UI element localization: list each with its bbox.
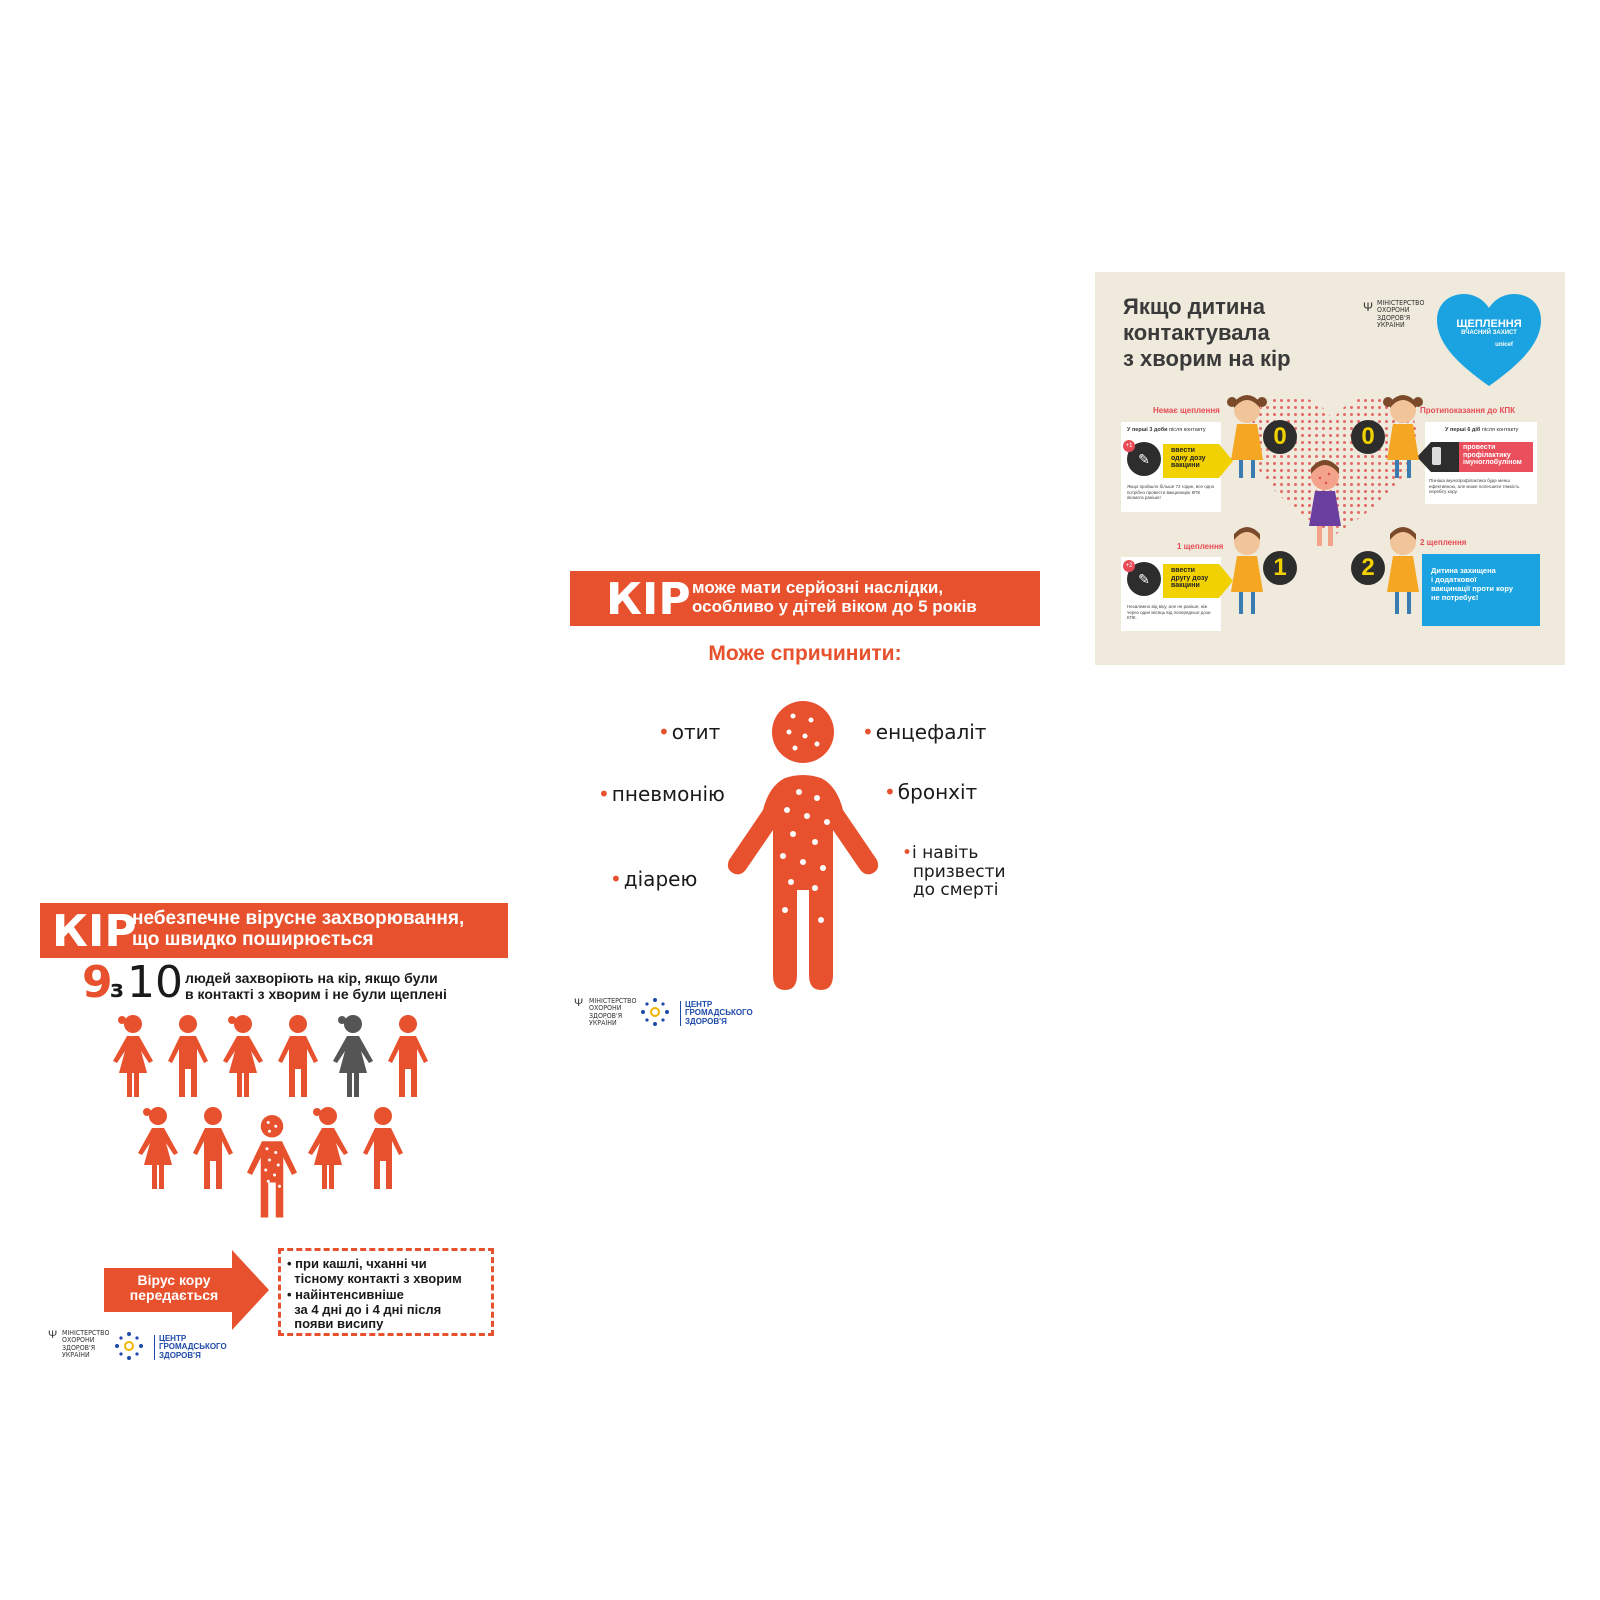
trident-icon: Ψ [48,1329,58,1341]
transmission-point-cough: • при кашлі, чханні чи тісному контакті … [287,1256,462,1286]
heart-badge-text: ЩЕПЛЕННЯ ВЧАСНИЙ ЗАХИСТ unicef [1435,318,1543,348]
person-icon [308,1107,348,1189]
note-second-dose: Незалежно від віку, але не раніше, ніж ч… [1127,604,1211,621]
vaccine-count-circle: 0 [1263,420,1297,454]
vaccine-count-circle: 2 [1351,551,1385,585]
transmission-details-box: • при кашлі, чханні чи тісному контакті … [278,1248,494,1336]
poster1-stat-text: людей захворіють на кір, якщо були в кон… [185,970,447,1002]
protected-box [1422,554,1540,626]
unaffected-person-icon [333,1015,373,1097]
person-icon [168,1015,208,1097]
poster-contact-with-measles: Якщо дитина контактувала з хворим на кір… [1095,272,1565,665]
dose-plus-two-badge: +2 [1123,560,1135,572]
public-health-center-icon [641,998,669,1026]
poster1-banner: КІР небезпечне вірусне захворювання, що … [40,903,508,958]
dose-plus-one-badge: +1 [1123,440,1135,452]
note-72-hours: Якщо пройшло більше 72 годин, все одно п… [1127,484,1215,501]
poster2-banner: КІР може мати серйозні наслідки, особлив… [570,571,1040,626]
person-icon [278,1015,318,1097]
heart-badge-icon [1437,294,1541,386]
poster3-title: Якщо дитина контактувала з хворим на кір [1123,294,1291,371]
public-health-center-icon [115,1332,143,1360]
poster1-banner-text: небезпечне вірусне захворювання, що швид… [132,908,465,950]
trident-icon: Ψ [574,997,584,1009]
person-icon [193,1107,233,1189]
card-contraindications-time: У перші 6 діб після контакту [1445,427,1519,433]
dose1-arrow-shape [1163,444,1233,478]
stat-nine: 9 [82,957,113,1008]
poster2-kir-title: КІР [606,574,691,625]
poster1-stat: 9 з 10 [82,957,202,1008]
poster2-banner-text: може мати серйозні наслідки, особливо у … [692,578,977,616]
complication-death: •і навіть призвести до смерті [902,843,1006,901]
note-later-immunoprophylaxis: Пізніша імунопрофілактика буде менш ефек… [1429,478,1520,495]
transmission-arrow-shape [104,1250,269,1330]
child-figure-bottom-right [1387,527,1419,614]
label-two-vaccinations: 2 щеплення [1420,538,1467,547]
dose2-arrow-shape [1163,564,1233,598]
sick-person-icon [247,1115,297,1218]
immunoglobulin-box [1459,442,1533,472]
complication-encephalitis: енцефаліт [862,720,987,744]
label-no-vaccination: Немає щеплення [1153,406,1220,415]
transmission-arrow-text: Вірус кору передається [129,1272,219,1304]
label-contraindications: Протипоказання до КПК [1420,406,1516,415]
children-figures [1227,395,1423,614]
vaccine-count-circle: 1 [1263,551,1297,585]
sick-child-figure [727,701,879,990]
poster1-kir-title: КІР [52,906,137,957]
person-icon [363,1107,403,1189]
label-one-vaccination: 1 щеплення [1177,542,1224,551]
vial-icon [1432,447,1441,465]
person-icon [388,1015,428,1097]
complication-pneumonia: пневмонію [598,782,725,806]
child-figure-bottom-left [1231,527,1263,614]
sick-child-center [1309,460,1341,546]
complication-otitis: отит [658,720,721,744]
person-icon [113,1015,153,1097]
person-icon [138,1107,178,1189]
stat-ten: 10 [127,957,183,1008]
people-figures [113,1015,428,1218]
person-icon [223,1015,263,1097]
complication-bronchitis: бронхіт [884,780,977,804]
trident-icon: Ψ [1363,300,1374,314]
transmission-point-intensity: • найінтенсивніше за 4 дні до і 4 дні пі… [287,1287,442,1332]
complication-diarrhea: діарею [610,867,697,891]
child-figure-top-left [1227,395,1267,478]
stat-from: з [110,975,124,1003]
child-figure-top-right [1383,395,1423,478]
card-no-vaccination-time: У перші 3 доби після контакту [1127,427,1206,433]
unicef-logo: unicef [1495,342,1513,348]
vaccine-count-circle: 0 [1351,420,1385,454]
poster2-subtitle: Може спричинити: [708,642,902,665]
